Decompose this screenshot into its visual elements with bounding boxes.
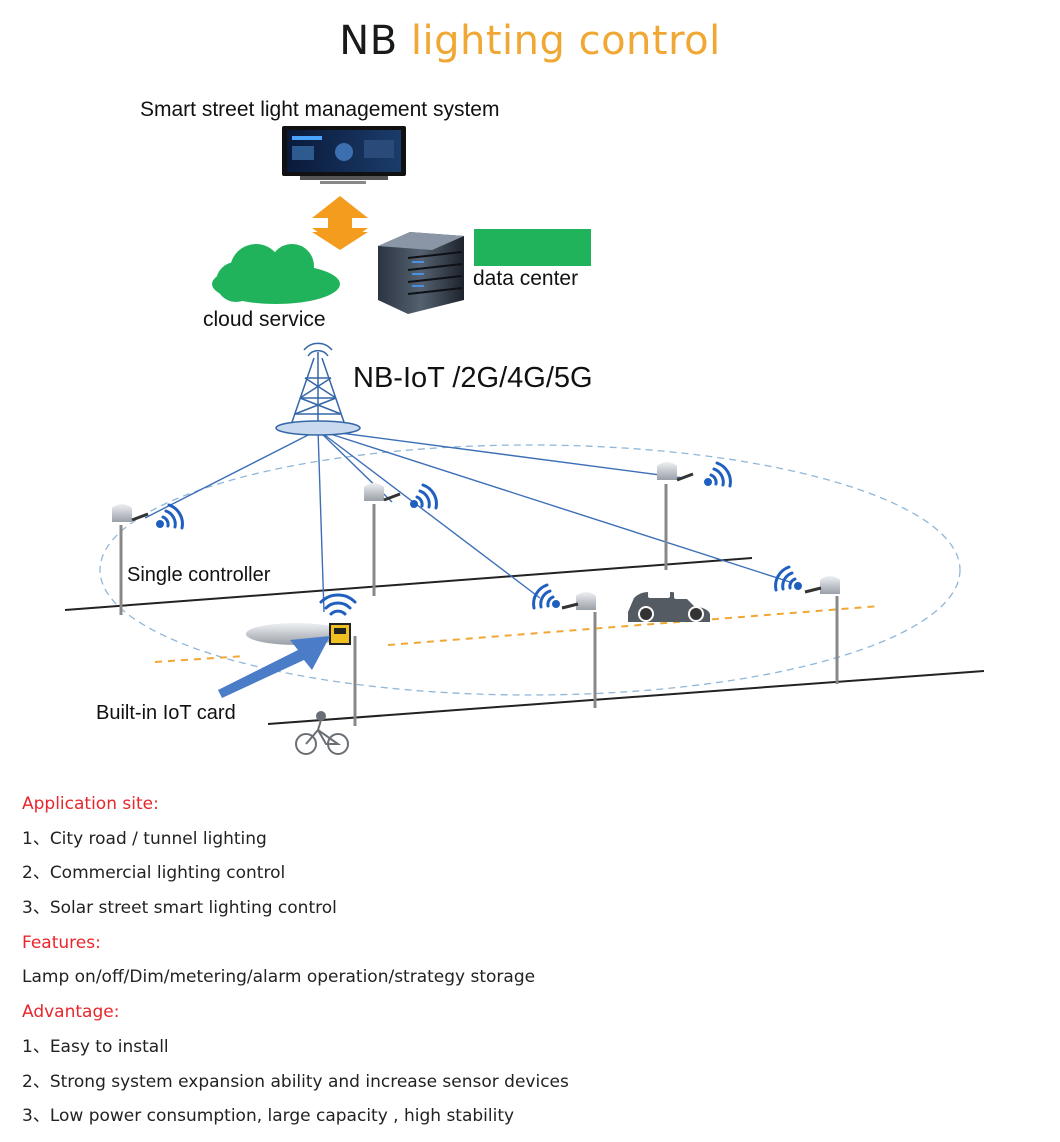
advantage-item-1: 1、Easy to install	[22, 1036, 169, 1057]
street-lamp-3	[657, 462, 694, 570]
lane-marking-left	[154, 655, 246, 663]
network-links	[144, 429, 791, 613]
signal-icon-3	[704, 461, 732, 488]
signal-icon-2	[410, 483, 438, 510]
monitor-icon	[282, 126, 406, 184]
double-arrow-icon	[312, 196, 368, 250]
lane-marking-right	[387, 605, 881, 646]
title-nb: NB	[339, 18, 398, 64]
pointer-arrow-icon	[218, 636, 330, 698]
bicycle-icon	[295, 711, 349, 755]
server-icon	[378, 232, 464, 314]
cloud-service-label: cloud service	[203, 308, 326, 331]
cloud-icon	[212, 244, 340, 304]
street-lamp-2	[364, 483, 401, 596]
road-lower	[267, 670, 985, 725]
info-section: Application site: 1、City road / tunnel l…	[22, 792, 569, 1139]
signal-icon-1	[156, 503, 184, 530]
network-diagram	[64, 126, 985, 755]
advantage-item-3: 3、Low power consumption, large capacity …	[22, 1106, 515, 1127]
advantage-heading: Advantage:	[22, 1002, 120, 1023]
single-controller-label: Single controller	[127, 564, 271, 586]
application-heading: Application site:	[22, 794, 159, 814]
iot-card-label: Built-in IoT card	[96, 702, 236, 724]
signal-icon-5	[774, 565, 802, 592]
street-lamp-5	[804, 576, 840, 684]
features-heading: Features:	[22, 932, 101, 953]
title-lighting-control: lighting control	[410, 18, 721, 64]
application-item-2: 2、Commercial lighting control	[22, 863, 286, 884]
street-lamp-4	[561, 592, 597, 708]
page-title: NB lighting control	[0, 18, 1060, 64]
street-lamp-1	[112, 504, 149, 615]
network-label: NB-IoT /2G/4G/5G	[353, 362, 593, 394]
features-text: Lamp on/off/Dim/metering/alarm operation…	[22, 967, 536, 988]
advantage-item-2: 2、Strong system expansion ability and in…	[22, 1071, 569, 1092]
signal-icons	[156, 461, 802, 616]
application-item-3: 3、Solar street smart lighting control	[22, 898, 337, 919]
cell-tower-icon	[275, 342, 361, 436]
management-system-label: Smart street light management system	[140, 98, 500, 121]
signal-icon-main	[319, 593, 357, 616]
signal-icon-4	[532, 583, 560, 610]
data-center-label: data center	[473, 267, 579, 290]
application-item-1: 1、City road / tunnel lighting	[22, 828, 267, 849]
car-icon	[628, 588, 710, 622]
road-upper	[64, 557, 753, 611]
data-center-block	[474, 229, 591, 266]
coverage-ellipse	[99, 444, 961, 696]
